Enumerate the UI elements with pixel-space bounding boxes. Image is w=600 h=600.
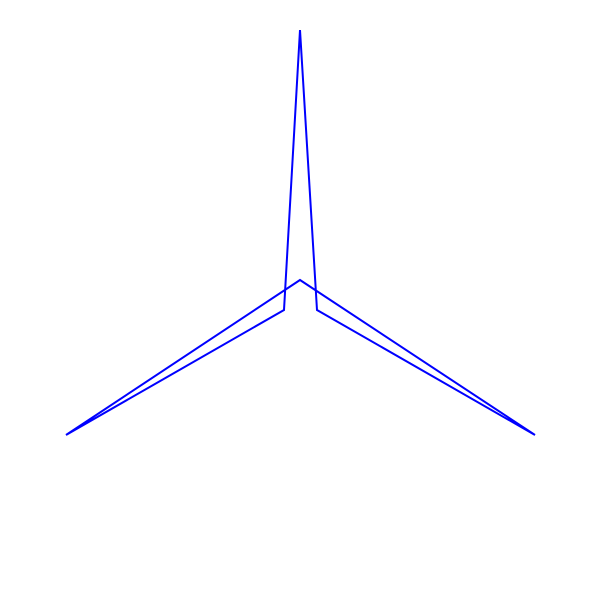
three-pointed-star-outline <box>65 29 536 436</box>
